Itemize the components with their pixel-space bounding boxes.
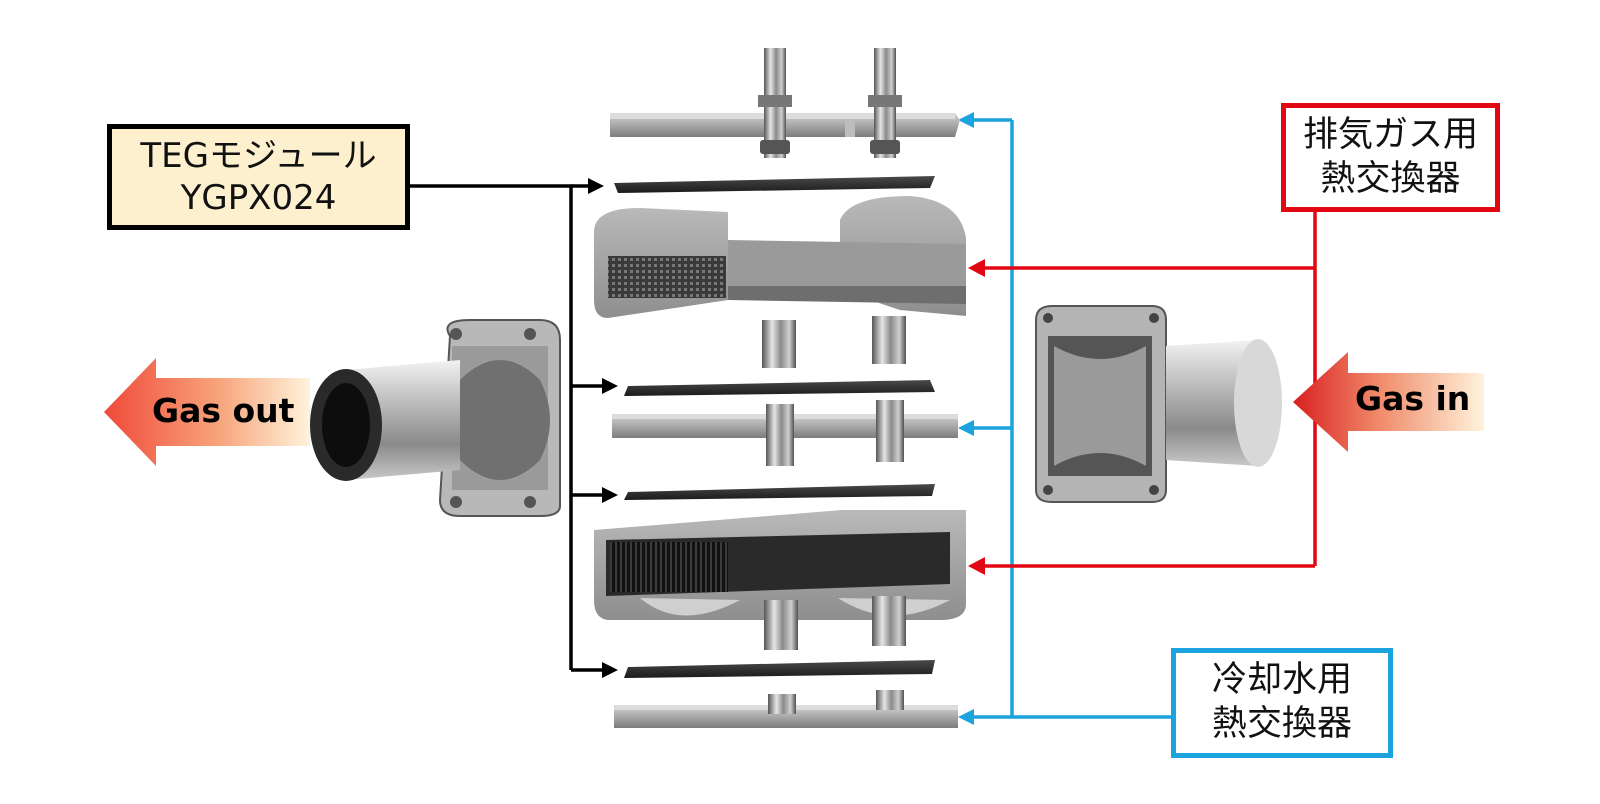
- teg-module-2: [624, 380, 935, 396]
- teg-module-3: [624, 484, 935, 500]
- coolant-plate-middle: [612, 400, 958, 466]
- gas-out-label: Gas out: [152, 391, 295, 430]
- coolant-label-line1: 冷却水用: [1211, 660, 1352, 701]
- teg-module-label-line2: YGPX024: [180, 178, 337, 218]
- teg-module-1: [614, 176, 935, 193]
- sleeve-lower-left: [764, 600, 798, 650]
- coolant-leader-lines: [970, 118, 1171, 719]
- exhaust-heat-exchanger-label: 排気ガス用 熱交換器: [1281, 103, 1500, 212]
- exhaust-exchanger-lower: [594, 510, 966, 620]
- gas-outlet-cone: [310, 319, 561, 517]
- gas-in-arrow: [1293, 352, 1484, 452]
- sleeve-upper-right: [872, 316, 906, 364]
- teg-module-label: TEGモジュール YGPX024: [107, 124, 410, 230]
- teg-module-label-line1: TEGモジュール: [140, 135, 377, 176]
- exhaust-exchanger-upper: [594, 196, 966, 318]
- teg-leader-lines: [410, 184, 606, 672]
- exhaust-label-line1: 排気ガス用: [1302, 114, 1478, 155]
- teg-module-4: [624, 660, 935, 678]
- sleeve-lower-right: [872, 596, 906, 646]
- sleeve-upper-left: [762, 320, 796, 368]
- gas-in-label: Gas in: [1355, 379, 1471, 418]
- coolant-plate-top: [610, 48, 960, 158]
- coolant-arrowheads: [958, 112, 974, 725]
- exhaust-label-line2: 熱交換器: [1320, 158, 1461, 199]
- coolant-plate-bottom: [614, 690, 958, 728]
- coolant-heat-exchanger-label: 冷却水用 熱交換器: [1171, 648, 1393, 758]
- gas-out-arrow: [104, 358, 310, 466]
- exhaust-arrowheads: [968, 259, 985, 575]
- coolant-label-line2: 熱交換器: [1211, 704, 1352, 744]
- teg-arrowheads: [588, 178, 618, 678]
- gas-inlet-cone: [1035, 305, 1282, 503]
